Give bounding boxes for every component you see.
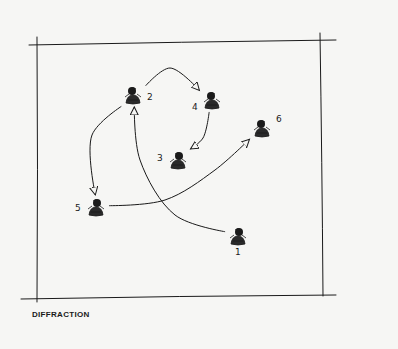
figure-node: 1 — [227, 226, 249, 246]
arrow-curve — [134, 107, 225, 232]
caption-box: DIFFRACTION — [32, 303, 90, 321]
arrow-curve — [146, 68, 200, 90]
figure-node: 6 — [251, 118, 273, 138]
callout-number: 3 — [157, 153, 163, 163]
callout-number: 2 — [147, 92, 153, 102]
arrow-curve — [90, 106, 121, 195]
frame-line — [320, 33, 323, 296]
arrow-curve — [191, 112, 210, 149]
arrow-curve — [109, 139, 250, 206]
figure-sketch — [85, 197, 107, 217]
figure-node: 3 — [167, 150, 189, 170]
callout-number: 4 — [192, 102, 198, 112]
callout-number: 1 — [235, 247, 241, 257]
figure-node: 2 — [122, 85, 144, 105]
figure-node: 4 — [201, 90, 223, 110]
callout-number: 6 — [276, 114, 282, 124]
frame-line — [29, 40, 336, 45]
figure-sketch — [122, 85, 144, 105]
figure-node: 5 — [85, 197, 107, 217]
figure-sketch — [167, 150, 189, 170]
figure-sketch — [251, 118, 273, 138]
frame-line — [37, 37, 39, 302]
figure-sketch — [227, 226, 249, 246]
figure-sketch — [201, 90, 223, 110]
callout-number: 5 — [75, 203, 81, 213]
caption: DIFFRACTION — [32, 310, 90, 319]
frame-line — [21, 295, 336, 299]
